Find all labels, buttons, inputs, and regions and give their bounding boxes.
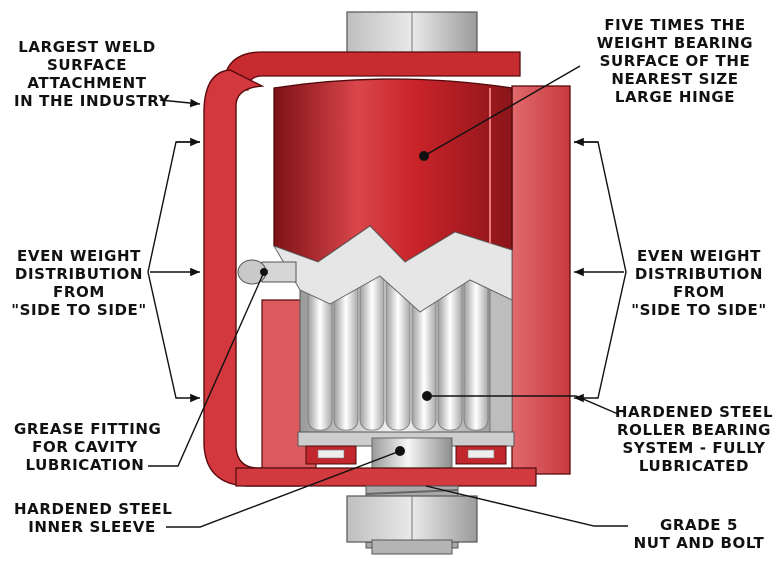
label-line: INNER SLEEVE (28, 518, 156, 536)
label-line: FIVE TIMES THE (604, 16, 746, 34)
label-even-weight-right: EVEN WEIGHT DISTRIBUTION FROM "SIDE TO S… (628, 247, 770, 319)
label-line: NEAREST SIZE (611, 70, 739, 88)
hinge-barrel (272, 78, 513, 313)
label-line: HARDENED STEEL (14, 500, 173, 518)
label-line: LARGE HINGE (614, 88, 736, 106)
label-line: NUT AND BOLT (633, 534, 765, 552)
top-nut (346, 11, 478, 59)
bottom-nut (346, 495, 478, 555)
label-line: GRADE 5 (659, 516, 739, 534)
label-line: ATTACHMENT (27, 74, 147, 92)
label-bearing-surface: FIVE TIMES THE WEIGHT BEARING SURFACE OF… (580, 16, 770, 106)
label-line: IN THE INDUSTRY (14, 92, 171, 110)
label-line: GREASE FITTING (14, 420, 162, 438)
label-weld-surface: LARGEST WELD SURFACE ATTACHMENT IN THE I… (14, 38, 171, 110)
hinge-leaf-right (511, 85, 571, 475)
leader-lines (147, 65, 628, 528)
label-line: EVEN WEIGHT (637, 247, 761, 265)
label-line: LUBRICATED (638, 457, 750, 475)
label-line: LARGEST WELD (18, 38, 156, 56)
label-line: SYSTEM - FULLY (622, 439, 766, 457)
label-grease-fitting: GREASE FITTING FOR CAVITY LUBRICATION (14, 420, 162, 474)
label-line: "SIDE TO SIDE" (11, 301, 147, 319)
label-line: LUBRICATION (25, 456, 145, 474)
grease-fitting (237, 259, 297, 285)
label-line: FROM (53, 283, 105, 301)
label-line: SURFACE OF THE (599, 52, 751, 70)
label-line: SURFACE (46, 56, 128, 74)
label-line: HARDENED STEEL (614, 403, 774, 421)
bottom-plate (235, 467, 537, 487)
label-line: DISTRIBUTION (634, 265, 764, 283)
label-line: DISTRIBUTION (14, 265, 144, 283)
label-roller-bearing: HARDENED STEEL ROLLER BEARING SYSTEM - F… (614, 403, 774, 475)
label-inner-sleeve: HARDENED STEEL INNER SLEEVE (14, 500, 173, 536)
label-nut-bolt: GRADE 5 NUT AND BOLT (628, 516, 770, 552)
label-even-weight-left: EVEN WEIGHT DISTRIBUTION FROM "SIDE TO S… (8, 247, 150, 319)
label-line: EVEN WEIGHT (17, 247, 141, 265)
label-line: FROM (673, 283, 725, 301)
label-line: ROLLER BEARING (616, 421, 772, 439)
label-line: "SIDE TO SIDE" (631, 301, 767, 319)
label-line: FOR CAVITY (32, 438, 138, 456)
label-line: WEIGHT BEARING (596, 34, 754, 52)
